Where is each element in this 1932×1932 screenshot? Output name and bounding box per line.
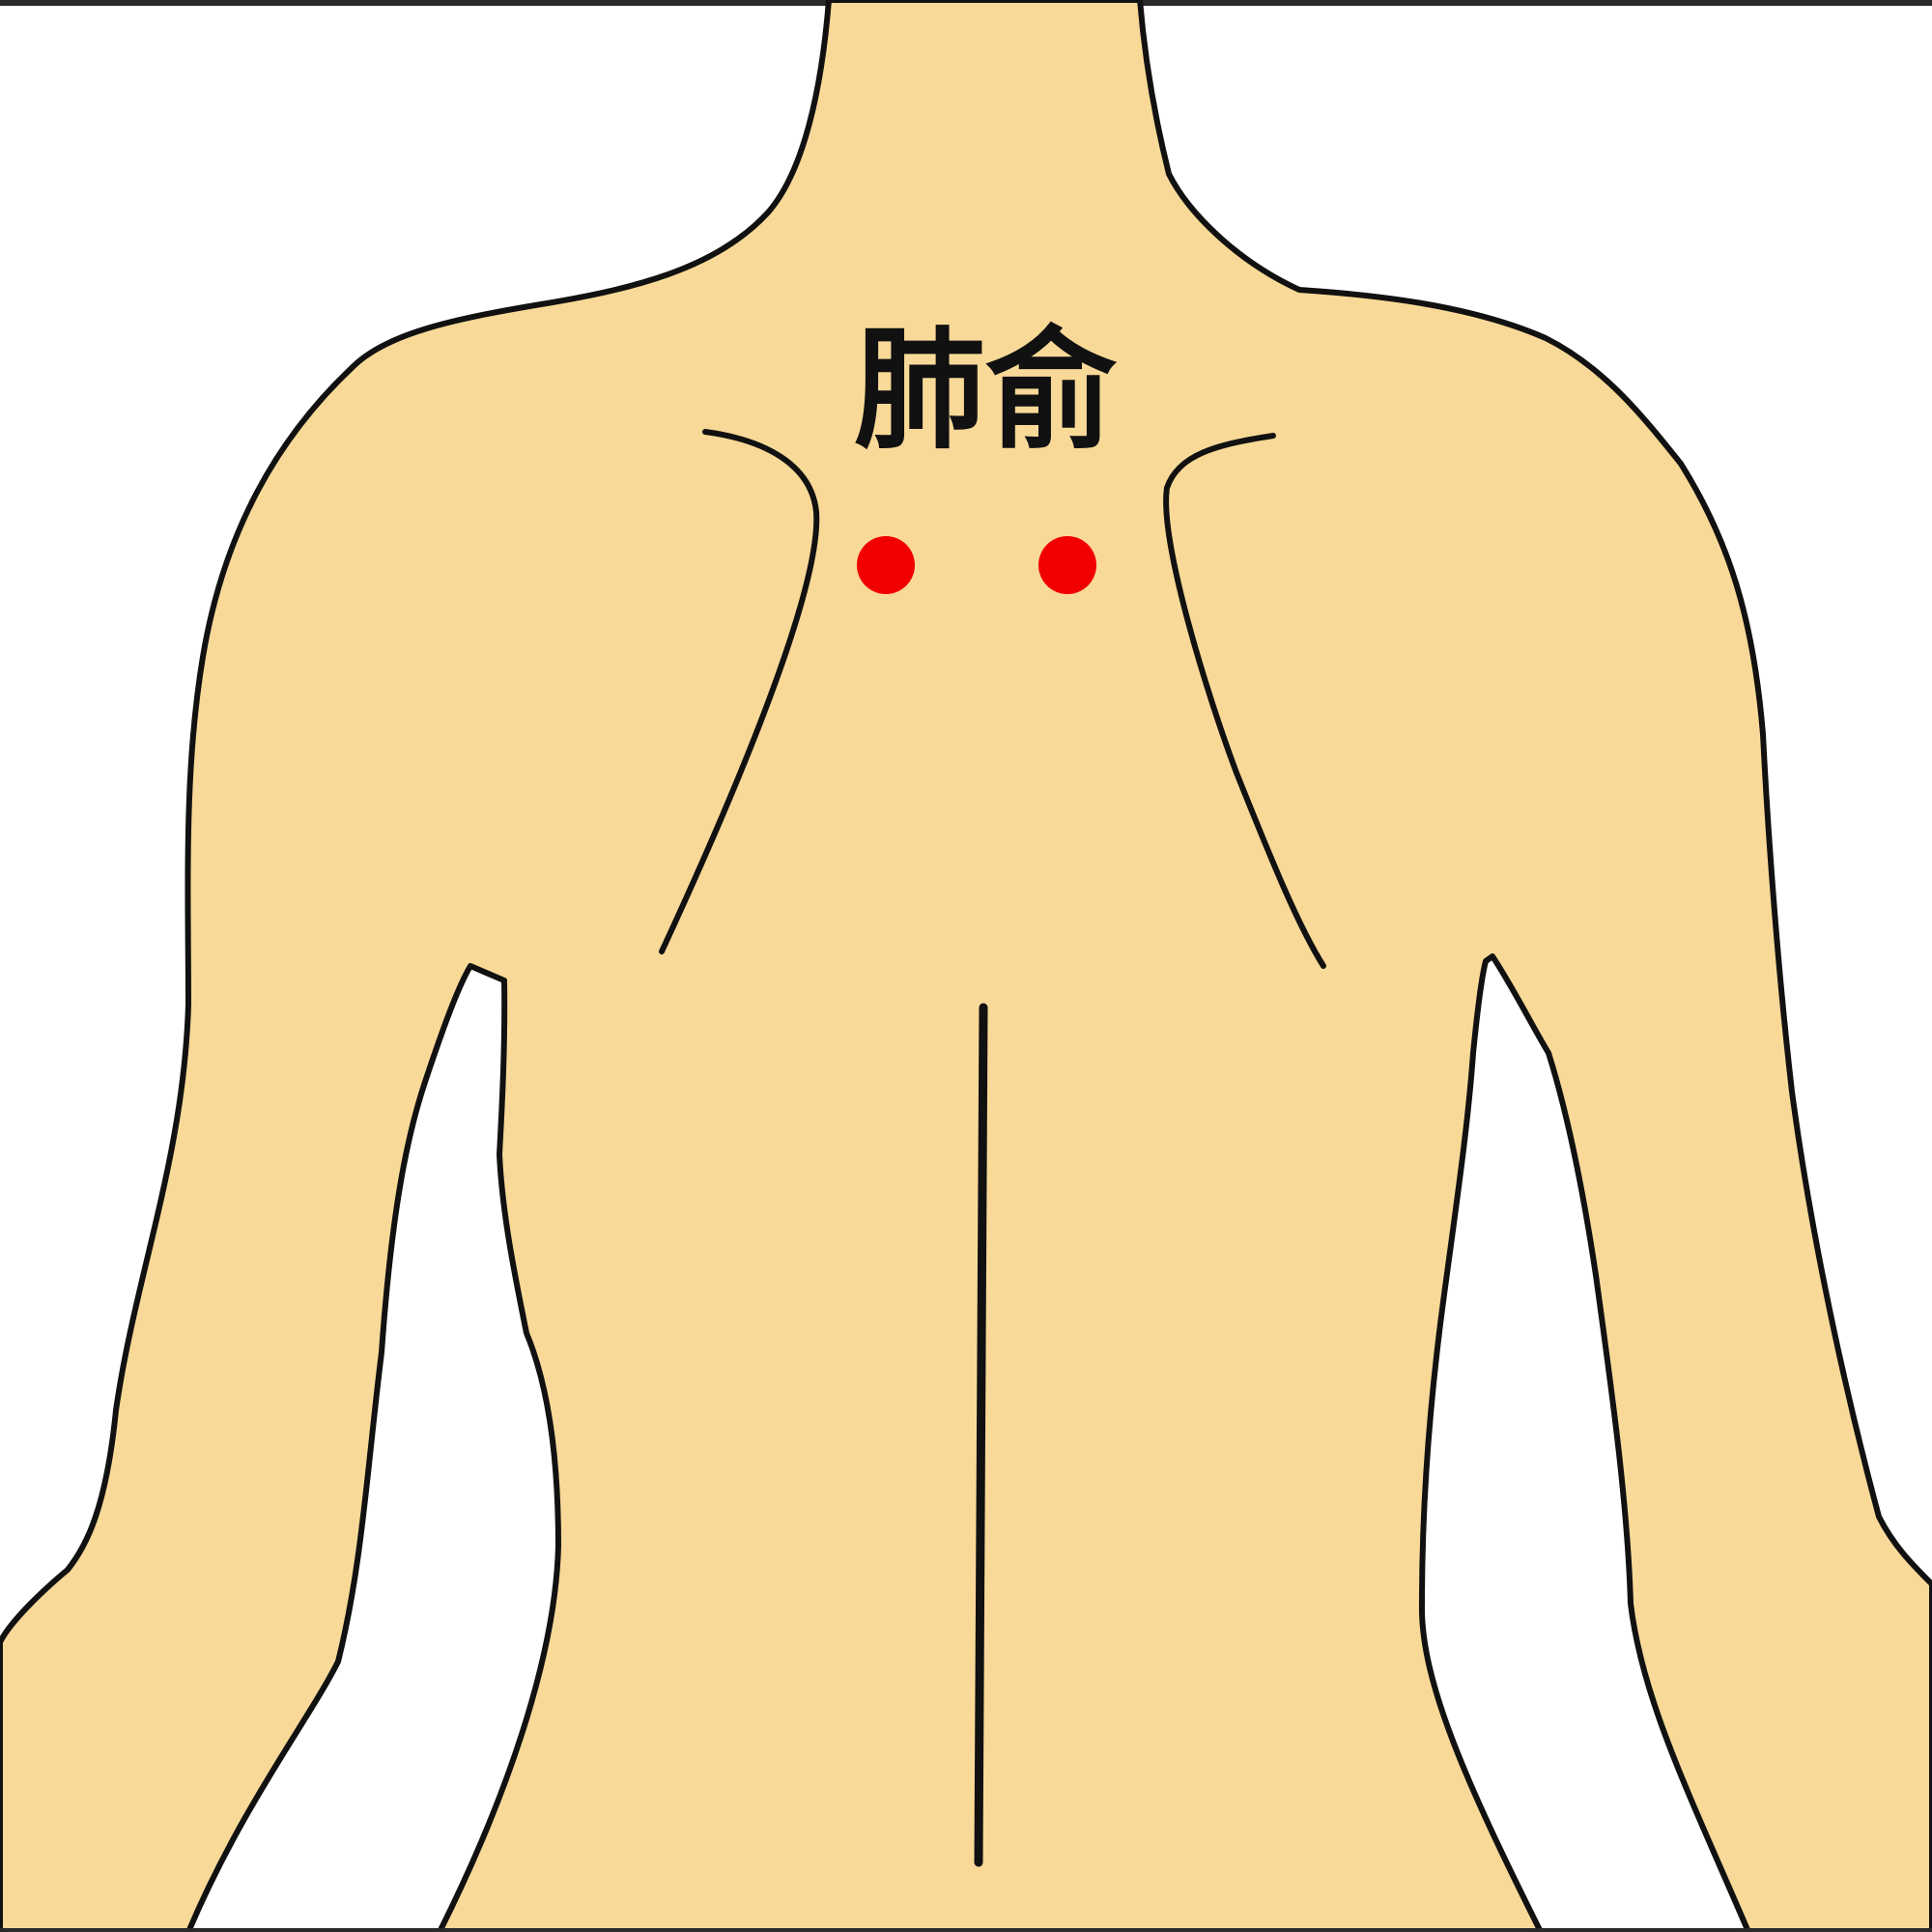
spine-line	[974, 1003, 988, 1867]
left-scapula-line	[659, 429, 820, 954]
acupoint-left	[857, 536, 915, 594]
right-scapula-line	[1163, 433, 1326, 969]
bottom-border	[0, 1928, 1932, 1932]
acupoint-right	[1038, 536, 1096, 594]
acupoint-label: 肺俞	[854, 315, 1117, 468]
